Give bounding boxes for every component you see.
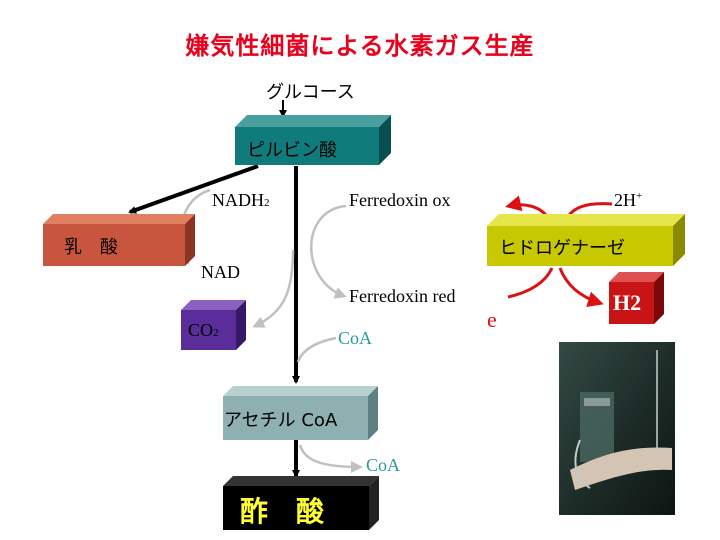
pyruvate-box [235, 115, 391, 165]
co2-subscript: 2 [213, 327, 219, 339]
proton-label: 2H+ [614, 190, 642, 211]
glucose-label: グルコース [266, 82, 355, 103]
arrow-coa-in [296, 336, 337, 363]
proton-text: 2H [614, 190, 636, 210]
arrow-ferredoxin-ox-to-red [310, 204, 347, 299]
coa-out-label: CoA [366, 455, 401, 475]
arrow-to-co2 [252, 249, 295, 328]
arrow-electron-to-hydrogenase [507, 267, 554, 299]
apparatus-photo [559, 342, 675, 515]
arrow-coa-out [298, 444, 363, 473]
coa-in-label: CoA [338, 328, 373, 348]
acetylcoa-label: アセチル CoA [224, 410, 338, 431]
page-title: 嫌気性細菌による水素ガス生産 [185, 32, 535, 60]
electron-label: e [487, 307, 497, 332]
lactate-box [43, 214, 195, 266]
pyruvate-label: ピルビン酸 [247, 140, 337, 161]
acetate-box [223, 476, 379, 530]
co2-text: CO [188, 320, 214, 340]
nadh2-text: NADH [212, 190, 264, 210]
ferredoxin-red-label: Ferredoxin red [349, 286, 456, 306]
arrow-pyruvate-to-lactate [128, 164, 259, 214]
hydrogenase-label: ヒドロゲナーゼ [499, 238, 625, 259]
h2-box [609, 272, 664, 324]
arrow-hydrogenase-to-h2 [558, 267, 604, 307]
h2-label: H2 [613, 290, 642, 315]
acetate-label: 酢 酸 [240, 495, 325, 528]
hydrogenase-box [487, 214, 685, 266]
acetylcoa-box [223, 386, 378, 440]
lactate-label: 乳 酸 [64, 237, 118, 258]
nadh2-subscript: 2 [264, 197, 270, 209]
ferredoxin-ox-label: Ferredoxin ox [349, 190, 451, 210]
proton-superscript: + [636, 190, 643, 202]
nad-label: NAD [201, 262, 240, 282]
co2-label: CO2 [188, 320, 219, 341]
co2-box [181, 300, 246, 350]
nadh2-label: NADH2 [212, 190, 270, 211]
